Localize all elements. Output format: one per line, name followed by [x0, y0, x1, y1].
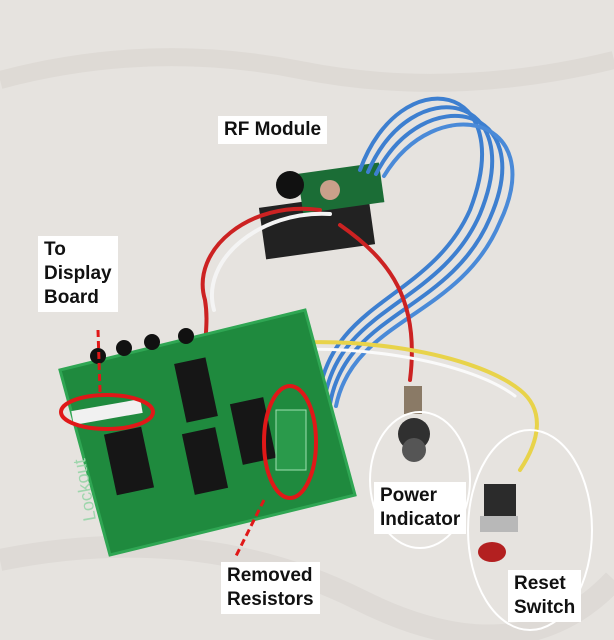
blue-wire [316, 96, 484, 402]
blue-wire [322, 105, 494, 404]
blue-wire [328, 113, 505, 406]
resistor-footprint [275, 409, 307, 471]
reset-switch [478, 484, 518, 562]
label-reset-switch: Reset Switch [508, 570, 582, 622]
ic-chip [174, 357, 218, 423]
highlight-resistors-ellipse [262, 384, 318, 500]
ic-chip [103, 426, 155, 496]
pcb-board: Lockout [58, 308, 357, 557]
cloth-fold [0, 48, 614, 92]
label-removed-resistors: Removed Resistors [221, 562, 320, 614]
power-indicator-circle [369, 411, 471, 549]
highlight-connector-ellipse [59, 393, 155, 431]
power-indicator-led [398, 386, 430, 462]
blue-wire [334, 122, 515, 408]
red-white-wire [338, 223, 414, 382]
label-rf-module: RF Module [218, 116, 328, 144]
white-wire [210, 211, 332, 312]
connector-header [71, 399, 143, 425]
reset-switch-circle [467, 429, 593, 631]
label-to-display-board: To Display Board [38, 236, 118, 312]
ic-chip [181, 427, 229, 495]
label-power-indicator: Power Indicator [374, 482, 467, 534]
